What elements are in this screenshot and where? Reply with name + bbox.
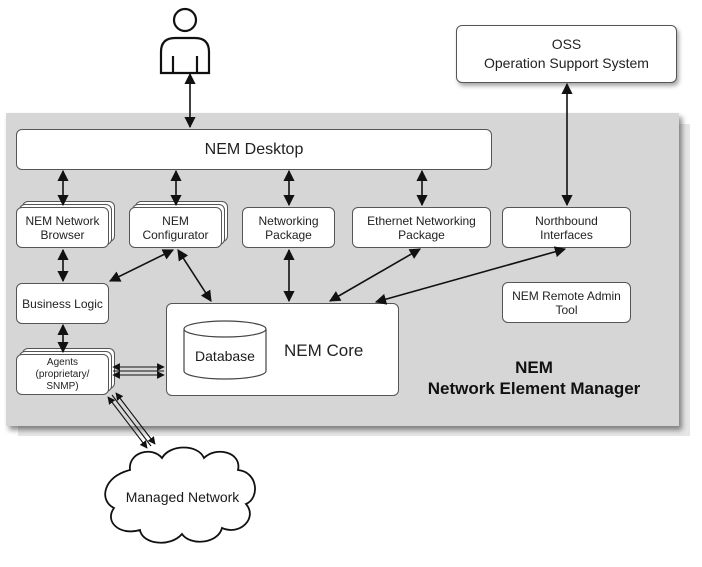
configurator-label-1: NEM bbox=[162, 213, 189, 228]
remote-admin-label-1: NEM Remote Admin bbox=[512, 288, 621, 303]
networking-package-label-2: Package bbox=[265, 227, 312, 242]
ethernet-package-box[interactable]: Ethernet Networking Package bbox=[352, 207, 491, 248]
ethernet-package-label-1: Ethernet Networking bbox=[367, 213, 476, 228]
oss-box[interactable]: OSS Operation Support System bbox=[456, 25, 677, 83]
ethernet-package-label-2: Package bbox=[398, 227, 445, 242]
database-label: Database bbox=[195, 348, 255, 364]
nem-title-line2: Network Element Manager bbox=[427, 379, 641, 398]
nem-desktop-box[interactable]: NEM Desktop bbox=[16, 129, 492, 170]
remote-admin-box[interactable]: NEM Remote Admin Tool bbox=[502, 282, 631, 323]
nem-core-label: NEM Core bbox=[284, 341, 364, 360]
northbound-label-2: Interfaces bbox=[540, 227, 593, 242]
database-icon[interactable] bbox=[183, 320, 267, 380]
nem-title: NEM Network Element Manager bbox=[418, 357, 650, 399]
networking-package-box[interactable]: Networking Package bbox=[242, 207, 335, 248]
agents-box[interactable]: Agents (proprietary/ SNMP) bbox=[16, 348, 116, 396]
oss-sublabel: Operation Support System bbox=[484, 55, 649, 71]
person-icon bbox=[159, 7, 211, 75]
network-browser-box[interactable]: NEM Network Browser bbox=[16, 201, 116, 249]
northbound-box[interactable]: Northbound Interfaces bbox=[502, 207, 631, 248]
business-logic-box[interactable]: Business Logic bbox=[16, 283, 109, 324]
managed-network-label: Managed Network bbox=[125, 489, 240, 505]
network-browser-label-1: NEM Network bbox=[25, 213, 100, 228]
agents-label-3: SNMP) bbox=[46, 380, 79, 392]
agents-label-1: Agents bbox=[46, 356, 79, 368]
configurator-box[interactable]: NEM Configurator bbox=[129, 201, 229, 249]
nem-title-line1: NEM bbox=[515, 358, 553, 377]
northbound-label-1: Northbound bbox=[535, 213, 598, 228]
agents-label-2: (proprietary/ bbox=[35, 368, 90, 380]
nem-desktop-label: NEM Desktop bbox=[204, 140, 304, 158]
remote-admin-label-2: Tool bbox=[555, 302, 578, 317]
business-logic-label: Business Logic bbox=[22, 296, 103, 311]
oss-label: OSS bbox=[551, 36, 582, 52]
configurator-label-2: Configurator bbox=[142, 227, 209, 242]
networking-package-label-1: Networking bbox=[258, 213, 319, 228]
network-browser-label-2: Browser bbox=[40, 227, 85, 242]
cloud-icon[interactable] bbox=[100, 440, 265, 548]
